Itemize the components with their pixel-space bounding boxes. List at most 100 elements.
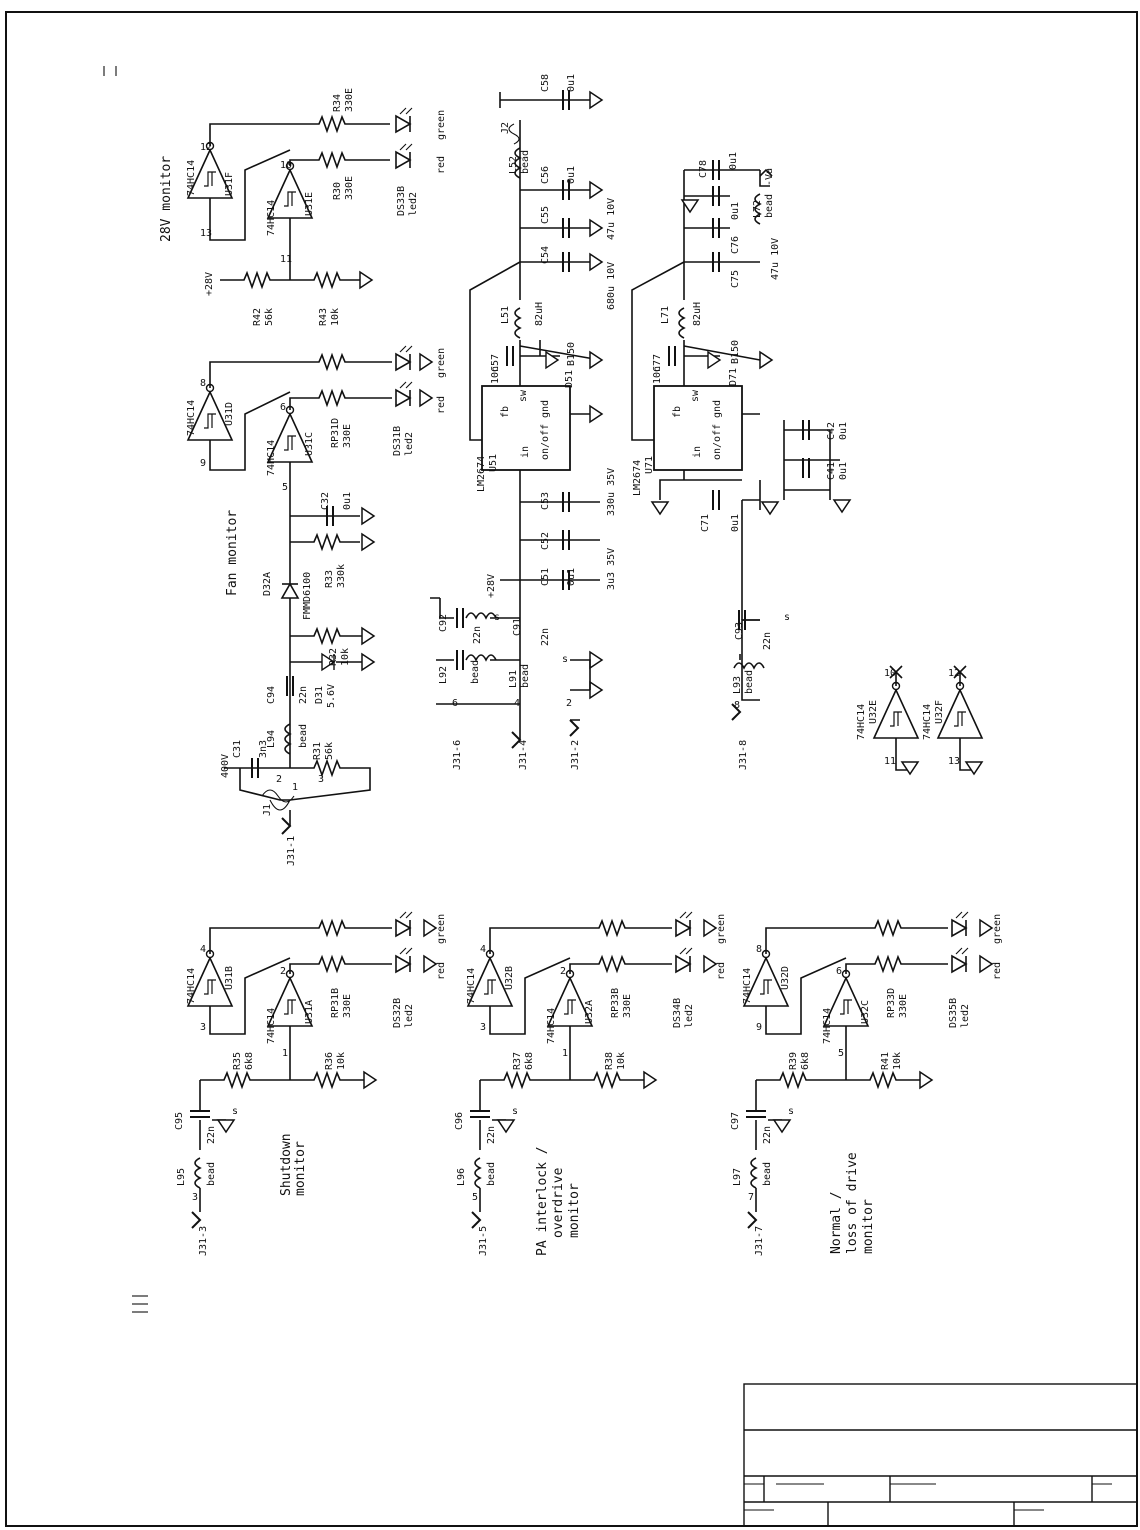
u32b-ref: U32B — [504, 966, 515, 990]
pin-11: 11 — [280, 254, 292, 265]
c95-ref: C95 — [174, 1112, 185, 1130]
r31-ref: R31 — [312, 742, 323, 760]
u32c-ref: U32C — [860, 1000, 871, 1024]
r33-ref: R33 — [324, 570, 335, 588]
r38-val: 10k — [616, 1052, 627, 1070]
u51-ref: U51 — [488, 454, 499, 472]
net-28v-a: +28V — [204, 272, 215, 296]
c53-ref: C53 — [540, 492, 551, 510]
pin-3-j31: 3 — [192, 1192, 198, 1203]
u31b-ref: U31B — [224, 966, 235, 990]
r41-ref: R41 — [880, 1052, 891, 1070]
u31a-part: 74HC14 — [266, 1008, 277, 1044]
d31-ref: D31 — [314, 686, 325, 704]
r43-ref: R43 — [318, 308, 329, 326]
block-pa-interlock-monitor: 74HC14 U32B 74HC14 U32A RP33B 330E DS34B… — [454, 911, 727, 1256]
led-red-fan: red — [436, 396, 447, 414]
pin-8-j31: 8 — [734, 700, 740, 711]
c91-ref: C91 — [512, 618, 523, 636]
pin-1-j1: 1 — [292, 782, 298, 793]
c77-ref: C77 — [652, 354, 663, 372]
u32d-part: 74HC14 — [742, 968, 753, 1004]
pin-s-c96: s — [512, 1106, 518, 1117]
pin-13: 13 — [200, 228, 212, 239]
title-block — [743, 1383, 1138, 1527]
pin-12: 12 — [200, 142, 212, 153]
r37-ref: R37 — [512, 1052, 523, 1070]
r38-ref: R38 — [604, 1052, 615, 1070]
d51-ref: D51 — [564, 370, 575, 388]
c31-ref: C31 — [232, 740, 243, 758]
rp33d-val: 330E — [898, 994, 909, 1018]
c91-val: 22n — [540, 628, 551, 646]
j31-5-label: J31-5 — [478, 1226, 489, 1256]
l71-ref: L71 — [660, 306, 671, 324]
c41-ref: C41 — [826, 462, 837, 480]
pin-7-j31: 7 — [748, 1192, 754, 1203]
u32f-part: 74HC14 — [922, 704, 933, 740]
pin-5-j31: 5 — [472, 1192, 478, 1203]
pin-8-u31d: 8 — [200, 378, 206, 389]
c78-ref: C78 — [698, 160, 709, 178]
c97-val: 22n — [762, 1126, 773, 1144]
u31c-part: 74HC14 — [266, 440, 277, 476]
r36-ref: R36 — [324, 1052, 335, 1070]
c51-val: 0u1 — [566, 568, 577, 586]
u32a-part: 74HC14 — [546, 1008, 557, 1044]
c54-ref: C54 — [540, 246, 551, 264]
c51-ref: C51 — [540, 568, 551, 586]
u71-ref: U71 — [644, 456, 655, 474]
ds33-ref: DS33B — [396, 186, 407, 216]
u31f-ref: U31F — [224, 172, 235, 196]
pin-4-j31: 4 — [514, 698, 520, 709]
net-28v-b: +28V — [486, 574, 497, 598]
u71-pin-fb: fb — [672, 406, 683, 418]
r35-ref: R35 — [232, 1052, 243, 1070]
c52-val: 3u3 35V — [606, 548, 617, 590]
section-title-shutdown-1: Shutdown — [279, 1133, 294, 1196]
pin-3-u31b: 3 — [200, 1022, 206, 1033]
c96-ref: C96 — [454, 1112, 465, 1130]
c92-val: 22n — [472, 626, 483, 644]
c41-val: 0u1 — [838, 462, 849, 480]
c71-ref: C71 — [700, 514, 711, 532]
c96-val: 22n — [486, 1126, 497, 1144]
l97-ref: L97 — [732, 1168, 743, 1186]
pin-1-u32a: 1 — [562, 1048, 568, 1059]
net-va: -Va — [764, 168, 775, 186]
d32-val: FMMD6100 — [302, 572, 313, 620]
c94-val: 22n — [298, 686, 309, 704]
c31-voltage: 400V — [220, 754, 231, 778]
u51-pin-onoff: on/off — [540, 424, 551, 460]
ds32-ref: DS32B — [392, 998, 403, 1028]
r30-val: 330E — [344, 176, 355, 200]
l52-val: bead — [520, 150, 531, 174]
c76-val: 0u1 — [730, 202, 741, 220]
section-title-normal-3: monitor — [861, 1199, 876, 1254]
u71-part: LM2674 — [632, 460, 643, 496]
pin-12-u32f: 12 — [948, 668, 960, 679]
l96-val: bead — [486, 1162, 497, 1186]
pin-9: 9 — [200, 458, 206, 469]
d71-ref: D71 — [728, 368, 739, 386]
u51-pin-gnd: gnd — [540, 400, 551, 418]
ds31-val: led2 — [404, 432, 415, 456]
pin-1-u31a: 1 — [282, 1048, 288, 1059]
r37-val: 6k8 — [524, 1052, 535, 1070]
rp33d-ref: RP33D — [886, 988, 897, 1018]
l92-ref: L92 — [438, 666, 449, 684]
led-red-pa: red — [716, 962, 727, 980]
j31-4-label: J31-4 — [518, 740, 529, 770]
u51-pin-fb: fb — [500, 406, 511, 418]
u32a-ref: U32A — [584, 1000, 595, 1024]
j31-8-label: J31-8 — [738, 740, 749, 770]
c42-ref: C42 — [826, 422, 837, 440]
r41-val: 10k — [892, 1052, 903, 1070]
r39-ref: R39 — [788, 1052, 799, 1070]
c57-ref: C57 — [490, 354, 501, 372]
j1-ref: J1 — [262, 804, 273, 816]
c92-ref: C92 — [438, 614, 449, 632]
u31e-ref: U31E — [304, 192, 315, 216]
u32b-part: 74HC14 — [466, 968, 477, 1004]
rp31d-ref: RP31D — [330, 418, 341, 448]
